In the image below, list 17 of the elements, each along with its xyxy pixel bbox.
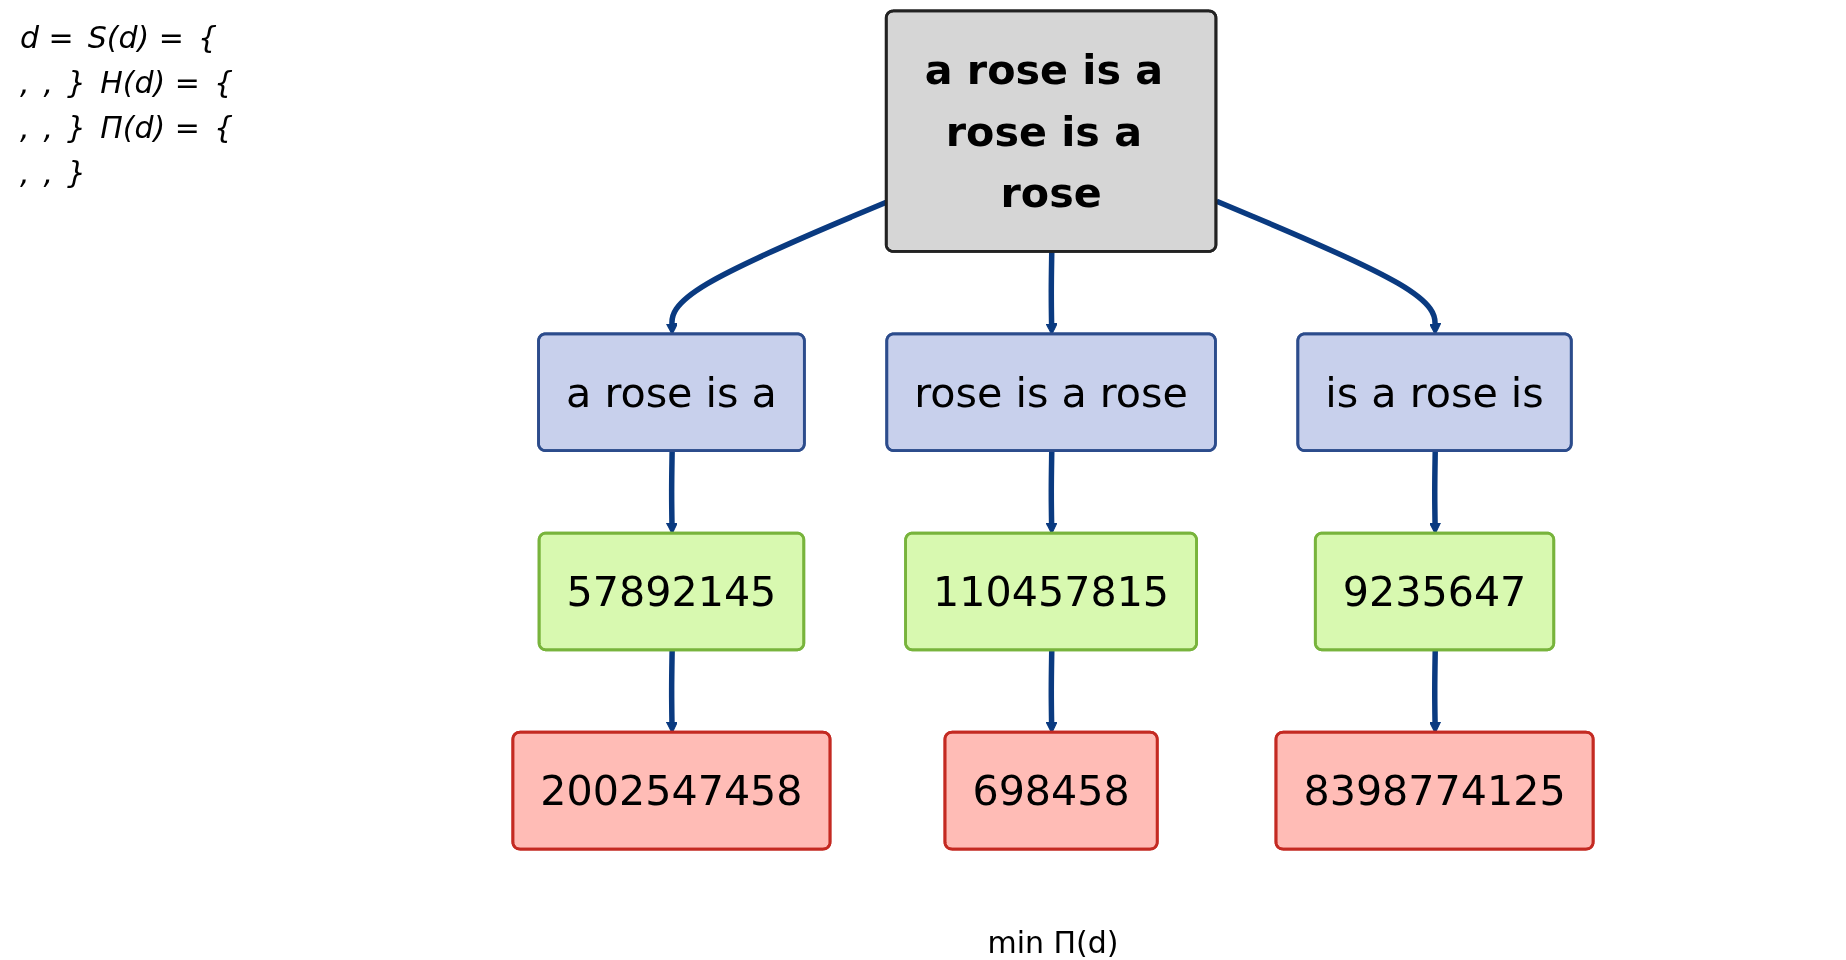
node-caption: min Π(d): [987, 925, 1119, 960]
row-label: ,: [43, 65, 54, 100]
row-label: {: [213, 65, 233, 100]
row-label: {: [197, 20, 217, 55]
row-label: Π(d) =: [100, 110, 200, 145]
row-label: ,: [20, 110, 30, 145]
row-label: d =: [20, 20, 74, 55]
row-label: }: [67, 110, 87, 145]
row-label: H(d) =: [100, 65, 200, 100]
row-label: ,: [20, 155, 30, 190]
row-label: ,: [20, 65, 30, 100]
row-label: {: [213, 110, 233, 145]
row-label: ,: [43, 155, 54, 190]
row-label: S(d) =: [87, 20, 184, 55]
row-label: }: [67, 65, 87, 100]
row-label: }: [67, 155, 87, 190]
row-label: ,: [43, 110, 54, 145]
